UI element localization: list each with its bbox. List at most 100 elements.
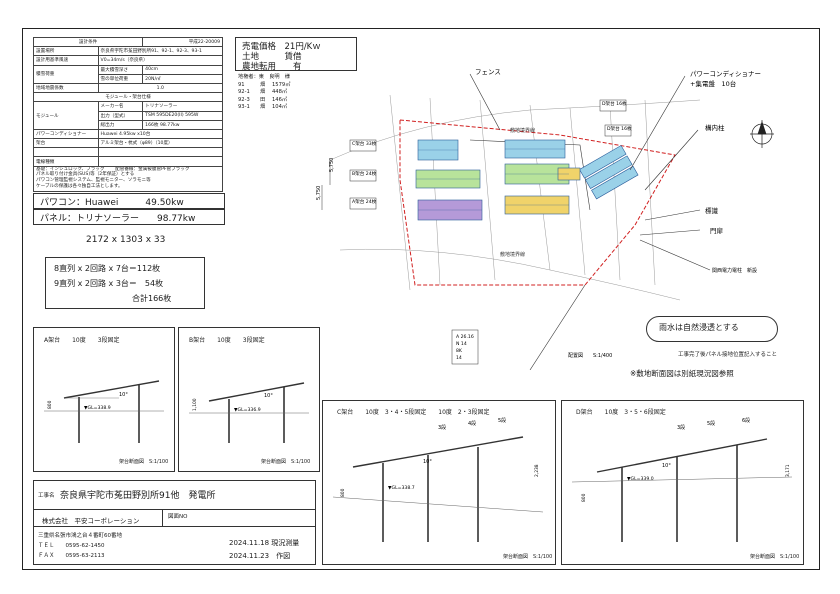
spec-header: 設計条件: [32, 36, 144, 48]
section-scale: 架台断面図 S:1/100: [503, 554, 553, 560]
lots-title: 地権者：東 良明 様: [238, 74, 290, 80]
section-title: B架台 10度 3段固定: [189, 337, 265, 344]
label-boundary: 敷地境界線: [510, 127, 535, 134]
leader-lines: [469, 73, 711, 370]
spec-label: 地域地震係数: [33, 82, 99, 94]
spec-value2: TSM 595DE20(II) 595W: [142, 110, 223, 121]
section-note: ※敷地断面図は別紙現況図参照: [630, 369, 734, 378]
dimension-lines: [321, 160, 331, 210]
spec-value: 雪の単位荷重: [97, 73, 144, 84]
project-label: 工事名: [38, 493, 55, 499]
tag-c: C架台 33枚: [352, 140, 377, 147]
svg-text:8K: 8K: [456, 348, 463, 354]
arrangement-total: 合計166枚: [132, 294, 172, 303]
label-fence: フェンス: [475, 68, 501, 76]
powercon-box: パワコン：Huawei 49.50kw: [33, 193, 225, 209]
survey-date: 2024.11.18 現況測量: [229, 539, 300, 547]
rain-note-oval: 雨水は自然浸透とする: [646, 316, 778, 342]
spec-value: 総出力: [97, 119, 144, 130]
svg-text:6段: 6段: [742, 417, 750, 424]
spec-label: 架台: [33, 138, 99, 149]
spec-header-ref: 平成22-20009: [142, 36, 223, 48]
svg-text:N 14: N 14: [456, 341, 467, 347]
section-a-drawing: 10° ▼GL=338.9 800: [44, 380, 164, 443]
spec-value: アルミ架台・杭式（φ89）（10度）: [97, 138, 224, 149]
svg-text:5段: 5段: [707, 420, 715, 427]
spec-value: 1.0: [97, 82, 224, 94]
spec-value: [97, 147, 224, 158]
sale-land: 土地 賃借: [242, 52, 302, 62]
spec-value: 最大積雪深さ: [97, 64, 144, 75]
panel-text: パネル：トリナソーラー 98.77kw: [40, 214, 196, 224]
arrangement-line: 9直列 x 2回路 x 3台＝ 54枚: [54, 279, 164, 288]
label-gate: 門扉: [710, 226, 724, 235]
svg-text:800: 800: [47, 400, 53, 409]
arrangement-line: 8直列 x 2回路 x 7台＝112枚: [54, 264, 161, 273]
fax: ＦＡＸ 0595-63-2113: [38, 553, 105, 559]
spec-value: V0=34m/s（奈良県）: [97, 55, 224, 66]
spec-value: メーカー名: [97, 101, 144, 112]
svg-text:5段: 5段: [498, 417, 506, 424]
section-c-drawing: 3段 4段 5段 10° ▼GL=338.7 800 2,238: [332, 417, 544, 542]
svg-text:10°: 10°: [662, 463, 671, 469]
spec-value2: 20N/㎡: [142, 73, 223, 84]
project-name: 奈良県宇陀市菟田野別所91他 発電所: [60, 491, 216, 501]
tag-a: A架台 24枚: [352, 198, 377, 205]
section-scale: 架台断面図 S:1/100: [261, 459, 311, 465]
label-pcs: パワーコンディショナー: [690, 69, 761, 78]
svg-text:▼GL=339.0: ▼GL=339.0: [627, 476, 654, 482]
label-pole: 関西電力電柱 新設: [712, 267, 757, 274]
svg-text:3段: 3段: [677, 424, 685, 431]
drawing-sheet: [22, 28, 820, 570]
plan-scale: 配置図 S:1/400: [568, 353, 612, 359]
terrain-lines: [329, 94, 701, 301]
section-scale: 架台断面図 S:1/100: [750, 554, 800, 560]
north-arrow: [750, 120, 774, 148]
spec-table: 設計条件 平成22-20009 設置場所奈良県宇陀市菟田野別所91、92-1、9…: [32, 36, 224, 192]
spec-section: モジュール・架台仕様: [33, 92, 223, 103]
sale-price: 売電価格 21円/Kｗ: [242, 42, 321, 52]
rain-note: 雨水は自然浸透とする: [659, 323, 739, 332]
spec-value2: 40cm: [142, 64, 223, 75]
section-b-drawing: 10° ▼GL=336.9 1,100: [189, 382, 309, 443]
tel: ＴＥＬ 0595-62-1450: [38, 543, 105, 549]
tag-d: D架台 16枚: [602, 100, 627, 107]
spec-note: パネル取り付け金具(SUS)等（2年保証）とする: [36, 172, 135, 178]
spec-value2: 166枚 98.77kw: [142, 119, 223, 130]
spec-label: 設計用基準風速: [33, 55, 99, 66]
array-gridlines: [416, 148, 569, 211]
svg-text:3段: 3段: [438, 424, 446, 431]
section-a: A架台 10度 3段固定 10° ▼GL=338.9 800 架台断面図 S:1…: [33, 327, 175, 472]
spec-value: [97, 156, 224, 167]
label-boundary-bottom: 敷地境界線: [500, 251, 525, 258]
site-boundary: [399, 119, 676, 286]
sale-farm: 農地転用 有: [242, 62, 302, 72]
after-note: 工事完了後パネル接地位置記入すること: [678, 352, 778, 358]
svg-text:▼GL=338.7: ▼GL=338.7: [388, 485, 415, 491]
label-pcs2: +集電盤 10台: [690, 79, 736, 88]
svg-text:800: 800: [581, 493, 587, 502]
svg-text:14: 14: [456, 355, 462, 361]
address: 三重県名張市鴻之台４番町60番地: [38, 533, 122, 539]
svg-text:10°: 10°: [423, 459, 432, 465]
spec-note: 基礎：インシュロック、ブラック 配管番線：金属被膜管PF管ブラック: [36, 166, 190, 172]
section-scale: 架台断面図 S:1/100: [119, 459, 169, 465]
spec-label: [33, 147, 99, 158]
drawing-no-label: 図面NO: [168, 514, 188, 520]
svg-text:3,171: 3,171: [785, 464, 791, 477]
svg-text:800: 800: [340, 488, 346, 497]
section-d: D架台 10度 3・5・6段固定 3段 5段 6段 10° ▼GL=339.0 …: [561, 400, 804, 565]
spec-value: Huawei 4.95kw x10台: [97, 128, 224, 140]
legend-box: A 26.16 N 14 8K 14: [451, 329, 479, 365]
spec-notes: 基礎：インシュロック、ブラック 配管番線：金属被膜管PF管ブラック パネル取り付…: [33, 165, 223, 192]
label-post: 構内柱: [705, 123, 725, 132]
sale-box: 売電価格 21円/Kｗ 土地 賃借 農地転用 有: [235, 37, 357, 72]
section-d-drawing: 3段 5段 6段 10° ▼GL=339.0 800 3,171: [571, 417, 793, 542]
tag-b: B架台 24枚: [352, 170, 377, 177]
panel-size: 2172 x 1303 x 33: [86, 235, 166, 245]
spec-value2: トリナソーラー: [142, 101, 223, 112]
